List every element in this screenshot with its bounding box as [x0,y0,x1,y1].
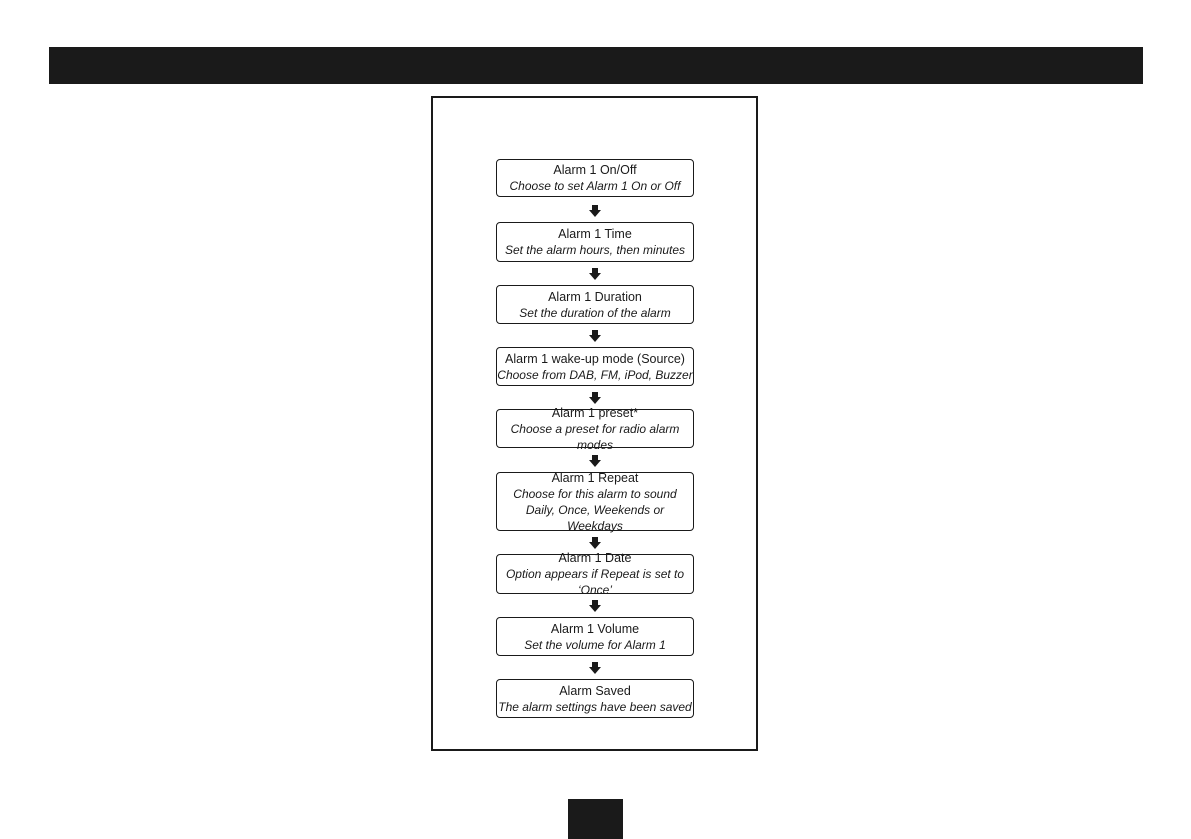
step-alarm-saved: Alarm Saved The alarm settings have been… [496,679,694,718]
down-arrow-icon [589,330,601,342]
step-description: Option appears if Repeat is set to ‘Once… [505,567,685,597]
step-alarm-volume: Alarm 1 Volume Set the volume for Alarm … [496,617,694,656]
step-alarm-wake-up-mode: Alarm 1 wake-up mode (Source) Choose fro… [496,347,694,386]
header-bar [49,47,1143,84]
step-description: Set the alarm hours, then minutes [504,243,686,257]
step-title: Alarm 1 Repeat [551,470,639,485]
step-description: The alarm settings have been saved [498,699,692,714]
step-alarm-date: Alarm 1 Date Option appears if Repeat is… [496,551,694,597]
step-description: Choose for this alarm to sound [513,486,677,501]
step-alarm-preset: Alarm 1 preset* Choose a preset for radi… [496,406,694,452]
page-number-tab [568,799,623,839]
step-description: Choose from DAB, FM, iPod, Buzzer [497,367,693,382]
step-description: Choose a preset for radio alarm modes [510,421,680,452]
down-arrow-icon [589,537,601,549]
step-alarm-repeat: Alarm 1 Repeat Choose for this alarm to … [496,470,694,533]
step-description: Set the duration of the alarm [519,305,671,320]
down-arrow-icon [589,205,601,217]
step-alarm-duration: Alarm 1 Duration Set the duration of the… [496,285,694,324]
step-title: Alarm 1 wake-up mode (Source) [505,351,685,366]
down-arrow-icon [589,268,601,280]
down-arrow-icon [589,600,601,612]
down-arrow-icon [589,392,601,404]
step-title: Alarm 1 Volume [550,621,640,636]
down-arrow-icon [589,662,601,674]
step-description: Choose to set Alarm 1 On or Off [509,179,681,193]
step-description-options: Daily, Once, Weekends or Weekdays [525,502,665,533]
step-title: Alarm Saved [559,683,631,698]
step-title: Alarm 1 preset* [551,405,639,420]
step-title: Alarm 1 Date [558,551,632,565]
down-arrow-icon [589,455,601,467]
step-alarm-time: Alarm 1 Time Set the alarm hours, then m… [496,222,694,262]
step-title: Alarm 1 Duration [548,289,642,304]
flowchart-frame [431,96,758,751]
step-title: Alarm 1 Time [558,227,632,241]
step-description: Set the volume for Alarm 1 [524,637,666,652]
step-title: Alarm 1 On/Off [553,163,637,177]
step-alarm-on-off: Alarm 1 On/Off Choose to set Alarm 1 On … [496,159,694,197]
